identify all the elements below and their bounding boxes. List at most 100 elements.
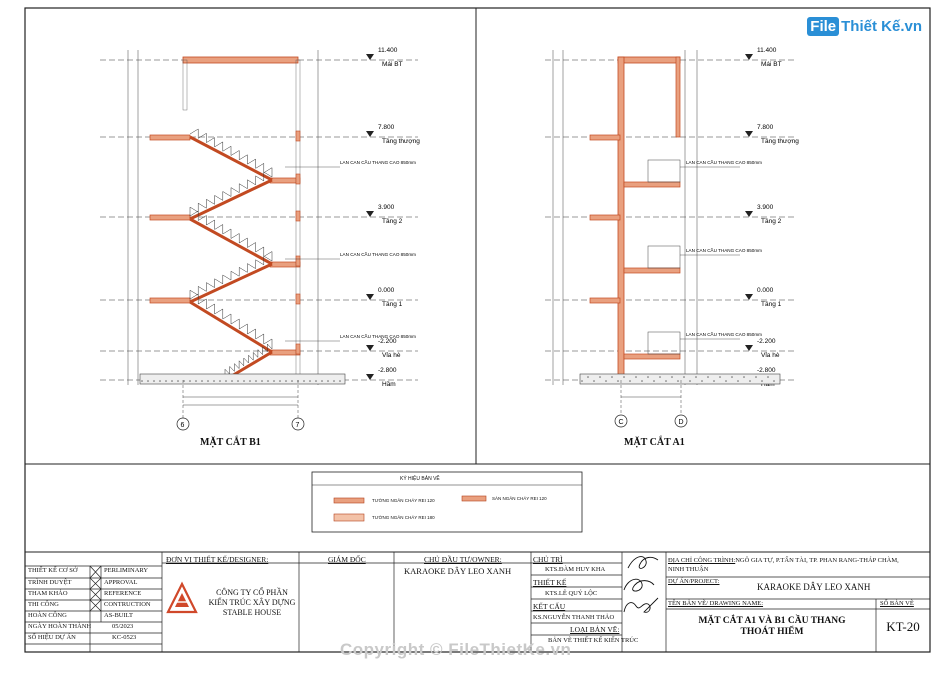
- level-value: 7.800: [378, 124, 395, 131]
- level-value: 3.900: [757, 204, 774, 211]
- ground-hatch: [593, 380, 595, 382]
- ground-hatch: [219, 380, 221, 382]
- level-marker: [366, 54, 374, 60]
- ground-hatch: [755, 376, 757, 378]
- ground-hatch: [617, 380, 619, 382]
- owner-name: KARAOKE DÂY LEO XANH: [404, 566, 512, 576]
- railing-note: LAN CAN CẦU THANG CAO 850mm: [686, 159, 762, 165]
- level-value: 0.000: [378, 287, 395, 294]
- section-b1-title: MẶT CẮT B1: [200, 437, 261, 448]
- wall-section: [295, 210, 301, 222]
- stage-label: TRÌNH DUYỆT: [28, 579, 72, 586]
- stair-steps: [189, 293, 273, 349]
- ground-hatch: [605, 380, 607, 382]
- legend-swatch-wall-180: [333, 513, 365, 522]
- ground-hatch: [195, 380, 197, 382]
- wall: [182, 59, 188, 111]
- address-line-2: NINH THUẬN: [668, 566, 709, 573]
- ground-hatch: [333, 380, 335, 382]
- level-name: Tầng 2: [761, 216, 782, 225]
- stair-steps: [189, 171, 273, 216]
- railing: [647, 159, 681, 183]
- ground-hatch: [671, 376, 673, 378]
- ground-slab: [139, 373, 346, 385]
- signature-design: [623, 578, 655, 592]
- watermark-copyright: Copyright © FileThietKe.vn: [340, 640, 572, 659]
- legend-item-wall-180: TƯỜNG NGĂN CHÁY REI 180: [372, 515, 435, 520]
- level-name: Vỉa hè: [382, 351, 401, 359]
- stair-flight: [189, 262, 273, 304]
- ground-slab: [579, 373, 781, 385]
- ground-hatch: [623, 376, 625, 378]
- stage-label: THAM KHẢO: [28, 590, 68, 597]
- ground-hatch: [581, 380, 583, 382]
- ground-hatch: [327, 380, 329, 382]
- axis-label: C: [619, 419, 624, 426]
- railing: [647, 245, 681, 269]
- drawing-name-2: THOÁT HIỂM: [740, 627, 804, 637]
- ground-hatch: [713, 380, 715, 382]
- level-name: Vỉa hè: [761, 351, 780, 359]
- landing-slab: [589, 134, 621, 141]
- stair-steps: [189, 255, 273, 299]
- stair-flight: [189, 135, 273, 182]
- ground-hatch: [225, 380, 227, 382]
- ground-hatch: [731, 376, 733, 378]
- designer-label: ĐƠN VỊ THIẾT KẾ/DESIGNER:: [166, 555, 269, 564]
- level-name: Tầng thượng: [382, 136, 420, 145]
- drawing-name-1: MẶT CẮT A1 VÀ B1 CẦU THANG: [698, 616, 846, 626]
- level-name: Tầng 1: [382, 299, 403, 308]
- drawing-number-label: SỐ BẢN VẼ: [880, 600, 914, 607]
- wall-section: [295, 173, 301, 185]
- address-line-1: ĐỊA CHỈ CÔNG TRÌNH:NGÔ GIA TỰ, P.TẤN TÀI…: [668, 557, 899, 564]
- wall-section: [295, 130, 301, 142]
- ground-hatch: [243, 380, 245, 382]
- chief-name: KTS.ĐÀM HUY KHA: [545, 566, 606, 573]
- axis-label: D: [679, 419, 684, 426]
- parapet-wall: [675, 56, 681, 138]
- railing-note: LAN CAN CẦU THANG CAO 850mm: [340, 251, 416, 257]
- signature-chief: [627, 556, 659, 569]
- level-marker: [745, 294, 753, 300]
- company-logo: [166, 581, 198, 614]
- level-marker: [745, 131, 753, 137]
- ground-hatch: [701, 380, 703, 382]
- stage-label: HOÀN CÔNG: [28, 612, 67, 619]
- level-name: Tầng 2: [382, 216, 403, 225]
- ground-hatch: [255, 380, 257, 382]
- level-marker: [366, 131, 374, 137]
- mid-landing: [623, 181, 681, 188]
- drawing-number: KT-20: [886, 619, 920, 634]
- ground-hatch: [315, 380, 317, 382]
- ground-hatch: [737, 380, 739, 382]
- level-marker: [745, 211, 753, 217]
- railing-note: LAN CAN CẦU THANG CAO 850mm: [686, 331, 762, 337]
- roof-slab: [617, 56, 681, 64]
- company-name-3: STABLE HOUSE: [222, 608, 282, 617]
- ground-hatch: [587, 376, 589, 378]
- ground-hatch: [665, 380, 667, 382]
- level-marker: [366, 211, 374, 217]
- ground-hatch: [249, 380, 251, 382]
- ground-hatch: [273, 380, 275, 382]
- company-name-1: CÔNG TY CỔ PHẦN: [216, 588, 288, 597]
- title-block-grid: [25, 552, 930, 652]
- company-name-2: KIẾN TRÚC XÂY DỰNG: [208, 598, 296, 607]
- landing-slab: [149, 214, 191, 221]
- ground-hatch: [159, 380, 161, 382]
- ground-hatch: [767, 376, 769, 378]
- axis-bubble: [176, 417, 190, 431]
- ground-hatch: [141, 380, 143, 382]
- ground-hatch: [653, 380, 655, 382]
- ground-hatch: [171, 380, 173, 382]
- level-name: Tầng thượng: [761, 136, 799, 145]
- stair-flight: [189, 217, 273, 266]
- drawing-name-label: TÊN BẢN VẼ/ DRAWING NAME:: [668, 600, 764, 607]
- ground-hatch: [725, 380, 727, 382]
- stair-steps: [189, 210, 273, 261]
- ground-hatch: [611, 376, 613, 378]
- stage-value: KC-0523: [112, 634, 137, 641]
